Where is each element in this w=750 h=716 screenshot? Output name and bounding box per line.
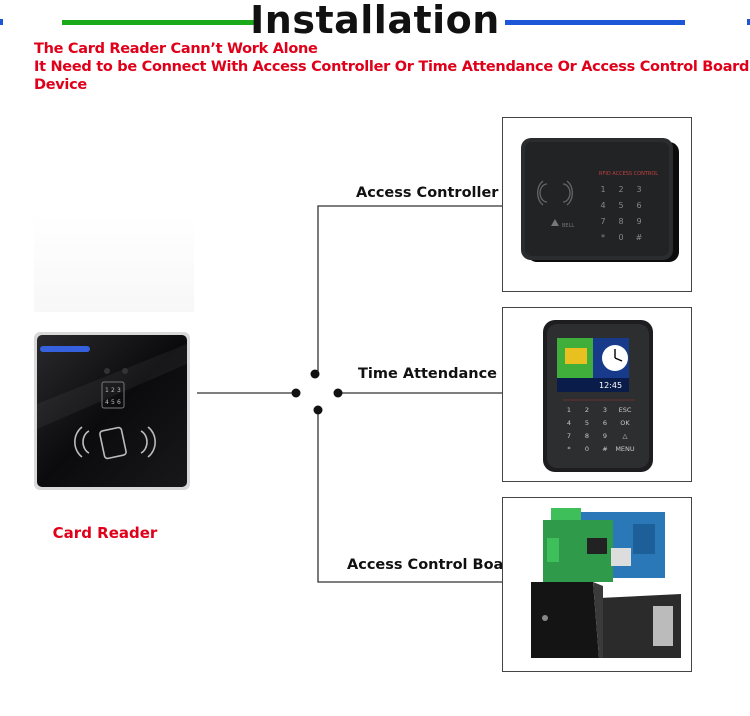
ta-key: △ (623, 432, 628, 440)
ta-key: 7 (567, 432, 571, 440)
time-attendance-frame: 12:45 1 2 3 ESC 4 5 6 OK 7 8 9 △ * 0 # M… (502, 307, 692, 482)
reader-key-6: 6 (117, 399, 121, 406)
ta-key: 3 (603, 406, 607, 414)
ta-key: # (602, 445, 607, 453)
reader-key-2: 2 (111, 387, 115, 394)
ta-key: 9 (603, 432, 607, 440)
card-reader-label: Card Reader (30, 524, 180, 542)
reader-key-3: 3 (117, 387, 121, 394)
ac-key: 5 (618, 201, 623, 210)
reader-key-1: 1 (105, 387, 109, 394)
junction-dot-bottom (314, 406, 323, 415)
reader-key-4: 4 (105, 399, 109, 406)
ta-key: 6 (603, 419, 607, 427)
ac-key: * (601, 233, 605, 242)
junction-dot-right (334, 389, 343, 398)
ac-key: # (636, 233, 643, 242)
ac-key: 0 (618, 233, 623, 242)
reader-key-5: 5 (111, 399, 115, 406)
ta-clock-readout: 12:45 (599, 381, 622, 390)
ta-key: 8 (585, 432, 589, 440)
access-controller-bell-label: BELL (562, 223, 574, 229)
label-access-control-board: Access Control Board (347, 557, 521, 573)
ac-key: 9 (636, 217, 641, 226)
ta-key: MENU (615, 445, 635, 453)
access-controller-image: RFID ACCESS CONTROL BELL 1 2 3 4 5 6 7 8… (503, 118, 691, 291)
ac-key: 2 (618, 185, 623, 194)
ac-key: 1 (600, 185, 605, 194)
access-control-board-image (503, 498, 691, 671)
ta-key: 4 (567, 419, 571, 427)
label-time-attendance: Time Attendance (358, 366, 497, 382)
ta-key: 2 (585, 406, 589, 414)
access-controller-brand: RFID ACCESS CONTROL (599, 171, 658, 177)
label-access-controller: Access Controller (356, 185, 498, 201)
ta-key: 0 (585, 445, 589, 453)
ta-key: 1 (567, 406, 571, 414)
junction-dot-left (292, 389, 301, 398)
access-controller-frame: RFID ACCESS CONTROL BELL 1 2 3 4 5 6 7 8… (502, 117, 692, 292)
ac-key: 8 (618, 217, 623, 226)
ta-key: ESC (619, 406, 632, 414)
ac-key: 7 (600, 217, 605, 226)
junction-dot-top (311, 370, 320, 379)
access-control-board-frame (502, 497, 692, 672)
ac-key: 4 (600, 201, 605, 210)
time-attendance-image: 12:45 1 2 3 ESC 4 5 6 OK 7 8 9 △ * 0 # M… (503, 308, 691, 481)
wire-access-controller (318, 206, 502, 374)
ta-key: 5 (585, 419, 589, 427)
ac-key: 6 (636, 201, 641, 210)
ac-key: 3 (636, 185, 641, 194)
ta-key: OK (620, 419, 630, 427)
